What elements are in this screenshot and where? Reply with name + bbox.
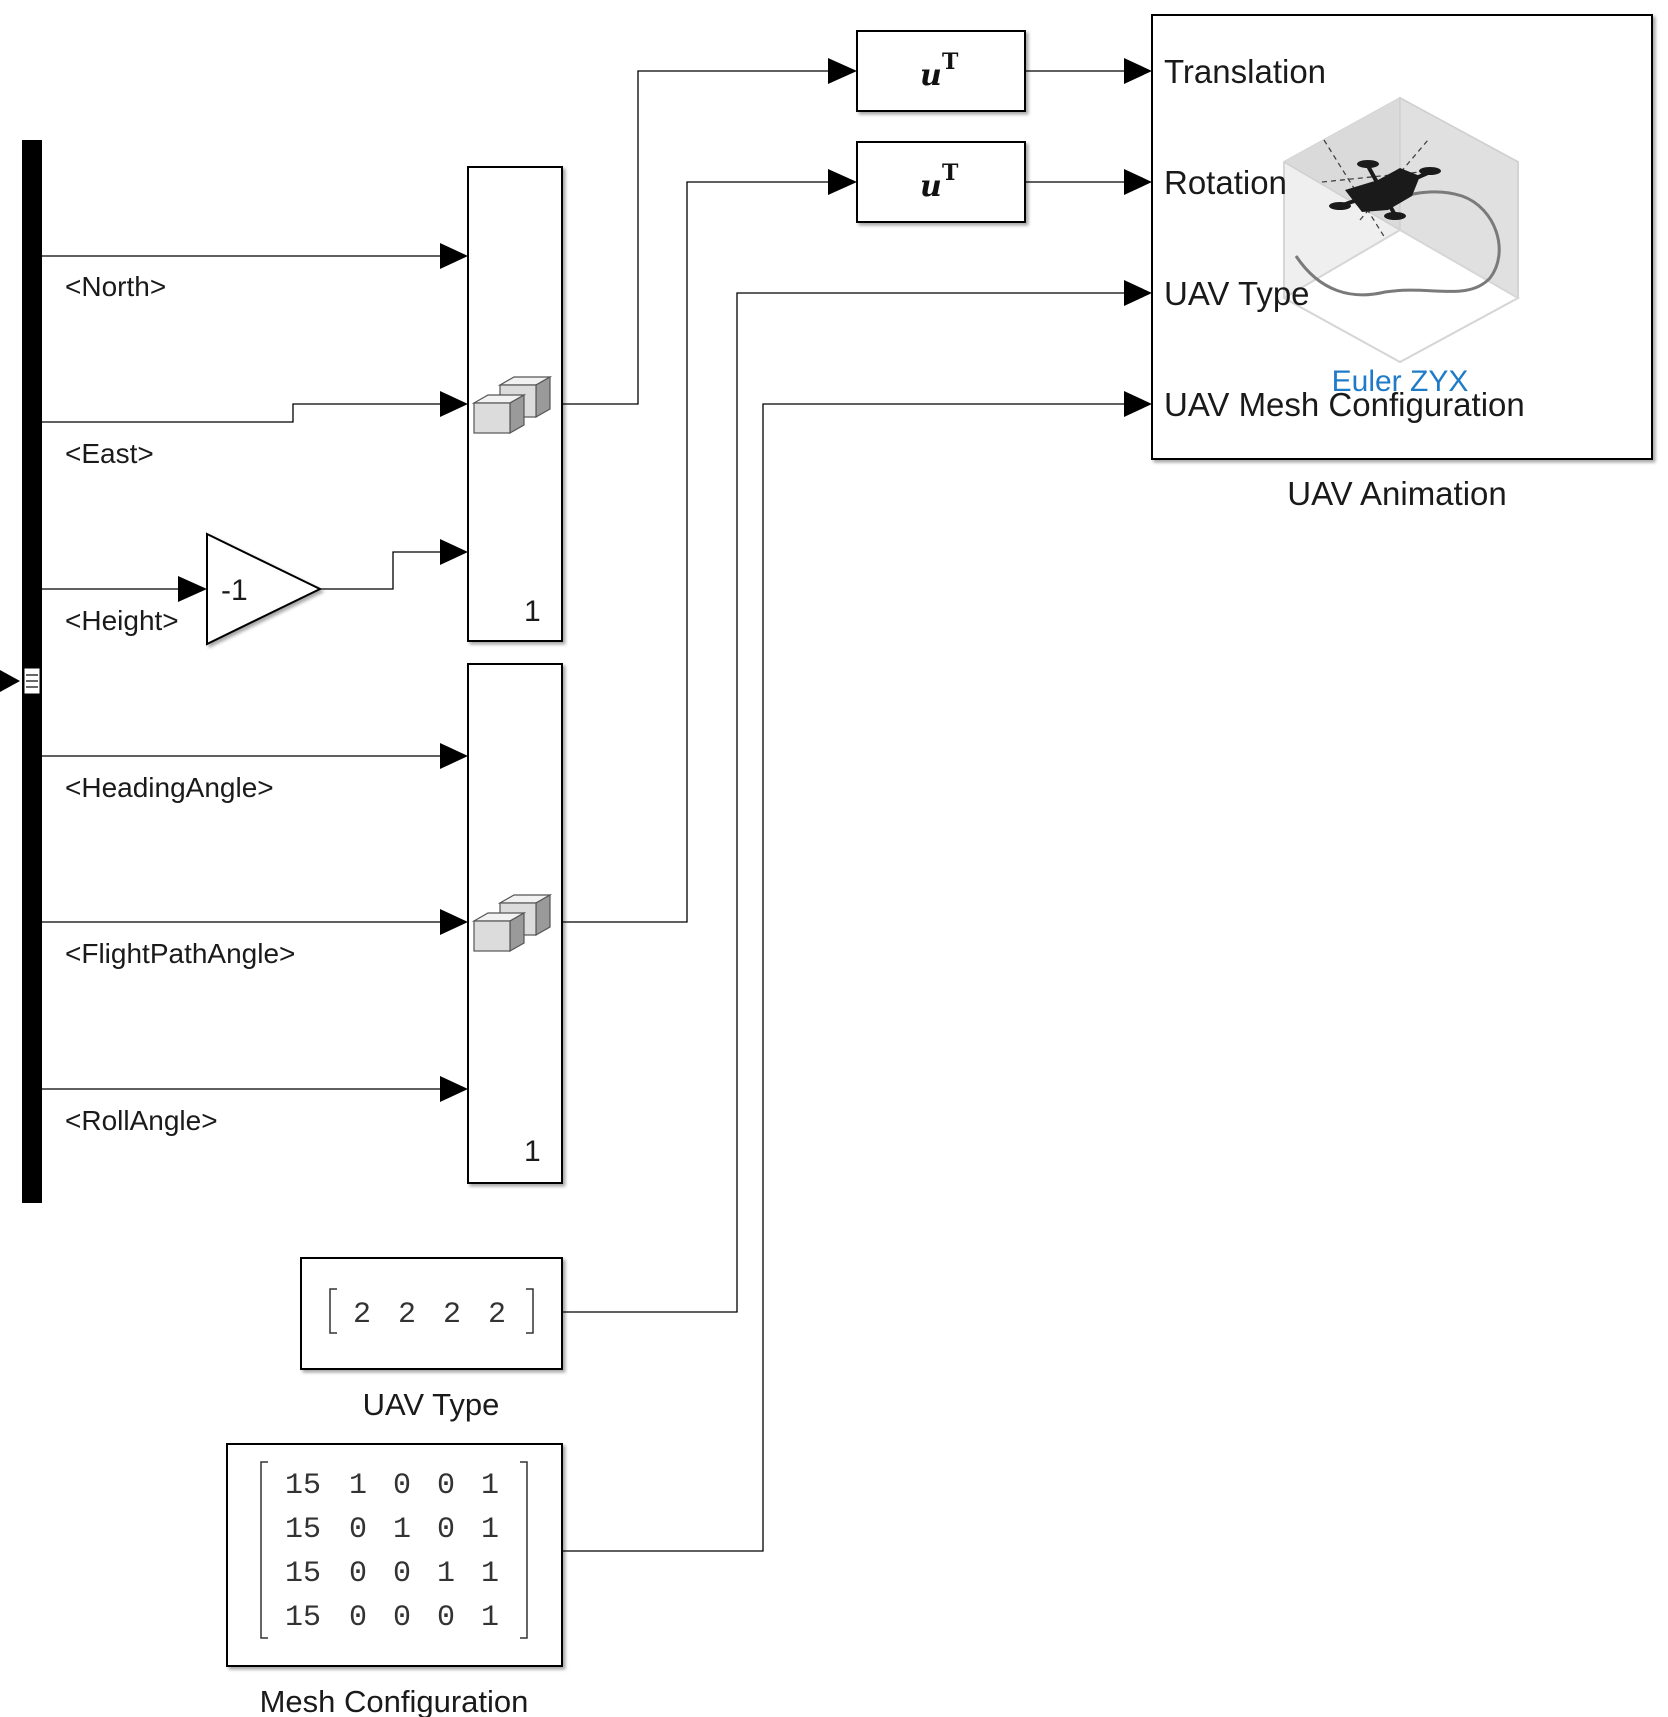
wire-uav-type[interactable] bbox=[562, 292, 1132, 1313]
arrow-icon bbox=[440, 909, 468, 935]
mesh-matrix-cell: 0 bbox=[437, 1601, 455, 1635]
arrow-icon bbox=[440, 1076, 468, 1102]
mesh-matrix-cell: 0 bbox=[349, 1557, 367, 1591]
mesh-matrix-cell: 15 bbox=[285, 1557, 321, 1591]
mesh-matrix-cell: 1 bbox=[393, 1513, 411, 1547]
mesh-matrix-cell: 1 bbox=[437, 1557, 455, 1591]
wire-gain-out[interactable] bbox=[320, 551, 442, 590]
arrow-icon bbox=[178, 576, 207, 602]
uav-type-constant-block[interactable]: 2 2 2 2 bbox=[300, 1257, 563, 1370]
bracket-left-icon bbox=[329, 1288, 337, 1334]
concatenate-block-1[interactable]: 1 bbox=[467, 166, 563, 642]
port-label-rotation: Rotation bbox=[1164, 164, 1287, 201]
arrow-icon bbox=[1124, 58, 1152, 84]
arrow-icon bbox=[1124, 391, 1152, 417]
transpose-block-1[interactable]: u T bbox=[856, 30, 1026, 112]
transpose-symbol-superscript: T bbox=[942, 49, 959, 75]
arrow-icon bbox=[440, 743, 468, 769]
arrow-icon bbox=[828, 169, 857, 195]
transpose-block-2[interactable]: u T bbox=[856, 141, 1026, 223]
concatenate-icon bbox=[471, 893, 553, 953]
arrow-icon bbox=[440, 391, 468, 417]
arrow-icon bbox=[440, 243, 468, 269]
mesh-matrix-cell: 0 bbox=[393, 1601, 411, 1635]
quadcopter-icon bbox=[1321, 139, 1441, 239]
signal-label-roll: <RollAngle> bbox=[65, 1105, 218, 1136]
uav-type-value: 2 bbox=[443, 1298, 461, 1332]
concatenate-dimension: 1 bbox=[524, 1135, 541, 1168]
signal-lines bbox=[42, 70, 1132, 1552]
concatenate-icon bbox=[471, 375, 553, 435]
mesh-matrix-cell: 1 bbox=[481, 1513, 499, 1547]
bracket-right-icon bbox=[520, 1461, 528, 1639]
bracket-right-icon bbox=[526, 1288, 534, 1334]
mesh-configuration-block-label: Mesh Configuration bbox=[260, 1684, 529, 1717]
arrowheads bbox=[178, 58, 1152, 1102]
transpose-symbol-base: u bbox=[920, 58, 942, 93]
signal-label-east: <East> bbox=[65, 438, 154, 469]
mesh-matrix-cell: 0 bbox=[349, 1601, 367, 1635]
gain-block[interactable]: -1 bbox=[206, 532, 323, 646]
euler-zyx-label: Euler ZYX bbox=[1332, 365, 1469, 398]
mesh-matrix-cell: 1 bbox=[481, 1601, 499, 1635]
bus-selector[interactable] bbox=[0, 140, 42, 1203]
uav-type-value: 2 bbox=[398, 1298, 416, 1332]
port-label-uav-mesh-configuration: UAV Mesh Configuration bbox=[1164, 386, 1525, 423]
uav-type-block-label: UAV Type bbox=[363, 1387, 500, 1422]
arrow-icon bbox=[1124, 169, 1152, 195]
arrow-icon bbox=[440, 539, 468, 565]
wire-east[interactable] bbox=[42, 403, 442, 423]
uav-type-value: 2 bbox=[488, 1298, 506, 1332]
bus-input-arrow-icon bbox=[0, 670, 20, 692]
3d-axes-box-icon bbox=[1281, 96, 1521, 364]
port-label-uav-type: UAV Type bbox=[1164, 275, 1310, 312]
uav-animation-block-label: UAV Animation bbox=[1287, 475, 1507, 512]
mesh-matrix-cell: 0 bbox=[437, 1513, 455, 1547]
wire-concat1-out[interactable] bbox=[562, 70, 830, 405]
mesh-matrix-cell: 15 bbox=[285, 1513, 321, 1547]
bracket-left-icon bbox=[260, 1461, 268, 1639]
wire-mesh-config[interactable] bbox=[562, 403, 1132, 1552]
mesh-matrix-cell: 1 bbox=[481, 1557, 499, 1591]
arrow-icon bbox=[1124, 280, 1152, 306]
mesh-matrix-cell: 15 bbox=[285, 1469, 321, 1503]
mesh-matrix-cell: 0 bbox=[349, 1513, 367, 1547]
transpose-symbol-base: u bbox=[920, 169, 942, 204]
mesh-matrix-cell: 1 bbox=[349, 1469, 367, 1503]
transpose-symbol-superscript: T bbox=[942, 160, 959, 186]
mesh-matrix-cell: 0 bbox=[393, 1469, 411, 1503]
concatenate-dimension: 1 bbox=[524, 595, 541, 628]
uav-animation-block[interactable]: Euler ZYX Translation Rotation UAV Type … bbox=[1151, 14, 1653, 460]
signal-label-heading: <HeadingAngle> bbox=[65, 772, 274, 803]
uav-type-value: 2 bbox=[353, 1298, 371, 1332]
mesh-matrix-cell: 1 bbox=[481, 1469, 499, 1503]
wire-concat2-out[interactable] bbox=[562, 181, 830, 923]
port-label-translation: Translation bbox=[1164, 53, 1326, 90]
signal-label-north: <North> bbox=[65, 271, 166, 302]
concatenate-block-2[interactable]: 1 bbox=[467, 663, 563, 1184]
mesh-matrix-cell: 0 bbox=[437, 1469, 455, 1503]
mesh-matrix-cell: 15 bbox=[285, 1601, 321, 1635]
signal-label-height: <Height> bbox=[65, 605, 179, 636]
gain-value: -1 bbox=[221, 574, 248, 607]
mesh-matrix-cell: 0 bbox=[393, 1557, 411, 1591]
arrow-icon bbox=[828, 58, 857, 84]
signal-label-flightpath: <FlightPathAngle> bbox=[65, 938, 295, 969]
bus-signal-labels: <North> <East> <Height> <HeadingAngle> <… bbox=[65, 271, 295, 1136]
